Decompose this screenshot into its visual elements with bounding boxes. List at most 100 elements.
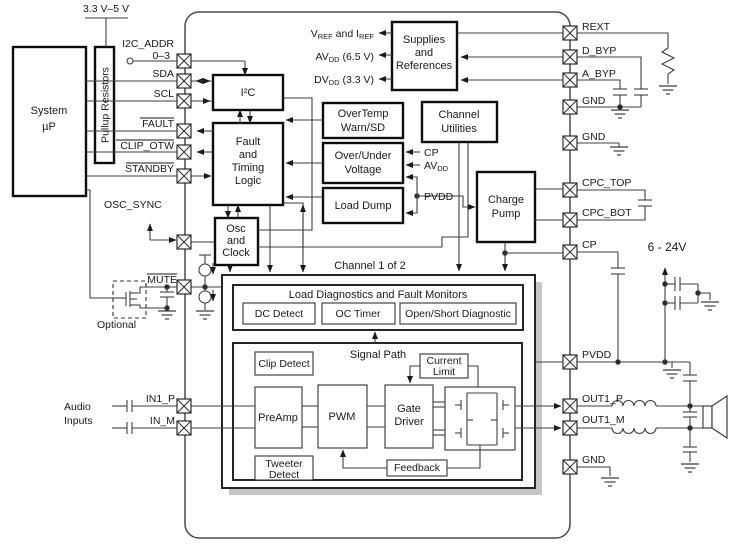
osc-label3: Clock	[222, 247, 250, 259]
i2c-label: I²C	[241, 87, 256, 99]
pin-sda	[176, 73, 192, 89]
pin-gnd2	[562, 135, 578, 151]
label-fault: FAULT	[142, 118, 174, 130]
preamp-label: PreAmp	[258, 412, 298, 424]
pin-gnd3	[562, 459, 578, 475]
dc-detect-box	[242, 302, 316, 325]
chip-outline	[184, 11, 571, 539]
pin-i2c-addr	[176, 53, 192, 69]
audio-inputs-label1: Audio	[64, 401, 91, 413]
tweeter-label1: Tweeter	[265, 458, 303, 470]
label-out1-m: OUT1_M	[582, 414, 625, 426]
osc-label1: Osc	[226, 223, 246, 235]
osc-label2: and	[227, 235, 245, 247]
gate-driver-label2: Driver	[394, 416, 424, 428]
system-up-label2: µP	[42, 121, 56, 133]
label-rext: REXT	[582, 21, 611, 33]
oc-timer-label: OC Timer	[336, 308, 381, 320]
load-dump-label: Load Dump	[335, 200, 392, 212]
fault-label2: and	[239, 149, 257, 161]
pin-standby	[176, 168, 192, 184]
tweeter-label2: Detect	[269, 469, 299, 481]
label-cpc-top: CPC_TOP	[582, 177, 631, 189]
clip-detect-label: Clip Detect	[258, 358, 309, 370]
vref-iref-label: VREF and IREF	[311, 28, 375, 41]
pin-cp	[562, 244, 578, 260]
label-a-byp: A_BYP	[582, 68, 616, 80]
ouv-label1: Over/Under	[335, 150, 392, 162]
optional-label: Optional	[97, 319, 136, 331]
label-6-24v: 6 - 24V	[648, 240, 687, 254]
supply-3v3-5v-label: 3.3 V–5 V	[83, 3, 129, 15]
open-short-label: Open/Short Diagnostic	[405, 308, 511, 320]
pin-a-byp	[562, 72, 578, 88]
label-i2c-addr: I2C_ADDR	[122, 38, 174, 50]
pwm-label: PWM	[329, 411, 356, 423]
avdd-net-label: AVDD	[424, 160, 449, 173]
signal-path-title: Signal Path	[350, 349, 406, 361]
pin-in-m	[176, 420, 192, 436]
load-dump-block	[321, 186, 405, 225]
pin-clip-otw	[176, 144, 192, 160]
pin-d-byp	[562, 49, 578, 65]
label-d-byp: D_BYP	[582, 45, 616, 57]
i2c-block	[211, 73, 285, 112]
supplies-label3: References	[396, 60, 453, 72]
label-in1-p: IN1_P	[146, 393, 175, 405]
label-pvdd: PVDD	[582, 349, 612, 361]
pin-out1-m	[562, 420, 578, 436]
label-gnd1: GND	[582, 95, 606, 107]
fault-label4: Logic	[235, 175, 262, 187]
pin-cpc-top	[562, 182, 578, 198]
dc-detect-label: DC Detect	[255, 308, 304, 320]
gate-driver-box	[384, 384, 434, 449]
pin-mute	[176, 279, 192, 295]
label-osc-sync: OSC_SYNC	[104, 199, 162, 211]
cp-net-label: CP	[424, 147, 439, 159]
audio-inputs-label2: Inputs	[64, 415, 93, 427]
pin-cpc-bot	[562, 212, 578, 228]
avdd-label: AVDD (6.5 V)	[315, 51, 374, 64]
label-gnd3: GND	[582, 454, 606, 466]
label-cpc-bot: CPC_BOT	[582, 207, 632, 219]
overtemp-label1: OverTemp	[338, 108, 389, 120]
dvdd-label: DVDD (3.3 V)	[314, 74, 374, 87]
supplies-label2: and	[415, 47, 433, 59]
system-up-block	[11, 45, 88, 198]
charge-pump-block	[475, 170, 537, 244]
label-cp: CP	[582, 239, 597, 251]
feedback-label: Feedback	[394, 462, 441, 474]
label-scl: SCL	[154, 88, 175, 100]
current-limit-label2: Limit	[433, 366, 455, 378]
text-layer: 3.3 V–5 V System µP Pullup Resistors Opt…	[31, 3, 687, 481]
label-standby: STANDBY	[125, 163, 174, 175]
overtemp-block	[321, 101, 405, 140]
pullup-resistors-block	[93, 45, 116, 165]
charge-pump-label1: Charge	[488, 194, 524, 206]
gate-driver-label1: Gate	[397, 403, 421, 415]
channel-utilities-block	[420, 100, 499, 144]
label-out1-p: OUT1_P	[582, 393, 623, 405]
pin-osc-sync	[176, 234, 192, 250]
pin-pvdd	[562, 354, 578, 370]
chan-util-label2: Utilities	[441, 123, 477, 135]
channel-title: Channel 1 of 2	[334, 260, 406, 272]
overtemp-label2: Warn/SD	[341, 122, 385, 134]
tweeter-detect-box	[254, 455, 314, 481]
current-limit-box	[419, 353, 469, 379]
preamp-box	[254, 386, 303, 449]
fault-timing-block	[211, 121, 285, 207]
charge-pump-label2: Pump	[492, 208, 521, 220]
speaker-icon	[702, 405, 713, 429]
fault-label3: Timing	[232, 162, 265, 174]
pin-in1-p	[176, 398, 192, 414]
label-i2c-addr-range: 0–3	[152, 50, 170, 62]
current-limit-label1: Current	[426, 355, 461, 367]
clip-detect-box	[254, 351, 314, 376]
load-diag-title: Load Diagnostics and Fault Monitors	[289, 289, 468, 301]
open-short-diagnostic-box	[399, 302, 517, 325]
wiring-layer	[85, 17, 728, 487]
label-clip-otw: CLIP_OTW	[120, 140, 174, 152]
